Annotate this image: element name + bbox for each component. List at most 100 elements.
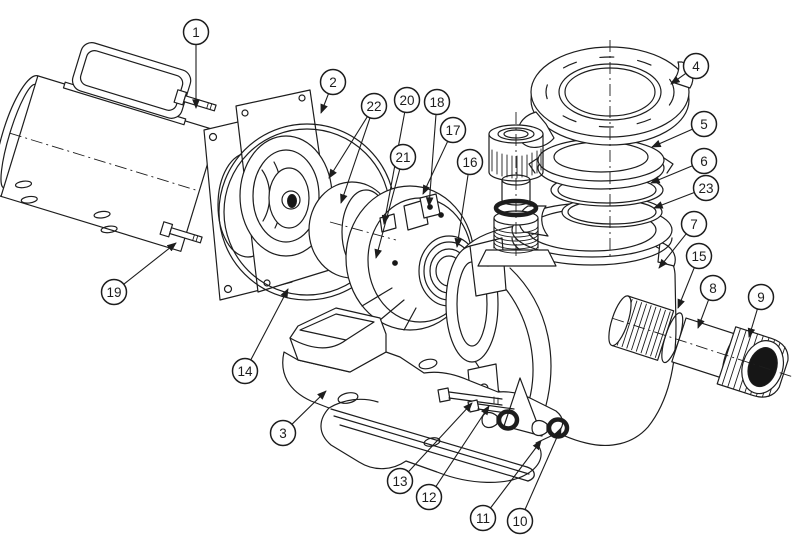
callout-3: 3 [269, 390, 327, 447]
callout-15: 15 [677, 242, 713, 309]
callout-1: 1 [182, 18, 210, 109]
leader-line-2 [320, 93, 330, 114]
callout-13: 13 [386, 402, 473, 495]
callout-circle-21 [389, 143, 417, 171]
callout-9: 9 [747, 283, 775, 338]
leader-line-21 [374, 168, 401, 259]
callout-label-20: 20 [399, 93, 414, 108]
callout-circle-7 [680, 210, 708, 238]
callout-label-3: 3 [279, 426, 287, 441]
callout-label-23: 23 [698, 181, 713, 196]
leader-line-22 [340, 117, 371, 204]
callout-circle-8 [699, 274, 727, 302]
callout-label-19: 19 [106, 285, 121, 300]
callout-5: 5 [651, 110, 718, 148]
callout-label-12: 12 [421, 490, 436, 505]
leader-line-5 [651, 128, 693, 148]
leader-line-22 [328, 116, 368, 179]
callout-18: 18 [423, 88, 451, 207]
leader-line-14 [250, 288, 289, 361]
callout-label-5: 5 [700, 117, 708, 132]
union-nut-knurl [491, 148, 542, 179]
callout-22: 22 [328, 92, 388, 204]
callout-circle-12 [415, 483, 443, 511]
motor-bolt-bottom [159, 221, 203, 244]
callout-label-18: 18 [429, 95, 444, 110]
callout-10: 10 [506, 427, 562, 535]
callout-17: 17 [422, 116, 467, 195]
callout-label-4: 4 [692, 59, 700, 74]
callout-19: 19 [100, 242, 177, 306]
leader-line-13 [408, 402, 473, 473]
leader-line-23 [653, 191, 695, 209]
leader-line-7 [658, 233, 687, 269]
callout-circle-20 [393, 86, 421, 114]
callout-circle-11 [469, 504, 497, 532]
base-bracket [282, 307, 564, 483]
callout-label-11: 11 [476, 511, 490, 526]
callout-circle-4 [682, 52, 710, 80]
callout-label-13: 13 [392, 474, 407, 489]
callout-label-14: 14 [237, 364, 253, 379]
callout-7: 7 [658, 210, 708, 269]
callout-4: 4 [670, 52, 710, 85]
callout-label-15: 15 [691, 249, 706, 264]
callout-11: 11 [469, 440, 542, 532]
callout-circle-22 [360, 92, 388, 120]
motor-body [0, 42, 219, 252]
callout-23: 23 [653, 174, 720, 209]
callout-6: 6 [650, 147, 718, 184]
discharge-union [608, 295, 792, 398]
callout-circle-3 [269, 419, 297, 447]
leader-line-3 [291, 390, 327, 425]
leader-line-17 [422, 141, 449, 195]
leader-line-9 [747, 308, 758, 338]
callout-label-10: 10 [512, 514, 527, 529]
callout-circle-2 [319, 68, 347, 96]
callout-circle-6 [690, 147, 718, 175]
drain-plug-left [481, 409, 520, 431]
callout-circle-17 [439, 116, 467, 144]
callout-label-7: 7 [690, 217, 698, 232]
callout-label-2: 2 [329, 75, 337, 90]
pump-housing [445, 220, 677, 446]
leader-line-18 [425, 114, 437, 207]
callout-label-1: 1 [192, 25, 200, 40]
callout-circle-16 [456, 148, 484, 176]
centerlines [329, 40, 611, 258]
callout-circle-19 [100, 278, 128, 306]
callout-8: 8 [697, 274, 727, 329]
callout-12: 12 [415, 405, 490, 511]
callout-circle-14 [231, 357, 259, 385]
housing-gusset [503, 377, 543, 437]
callout-label-6: 6 [700, 154, 708, 169]
leader-line-19 [123, 242, 177, 285]
callout-circle-5 [690, 110, 718, 138]
leader-line-4 [670, 72, 687, 85]
callout-14: 14 [231, 288, 289, 385]
callout-circle-1 [182, 18, 210, 46]
callout-21: 21 [374, 143, 417, 259]
callout-circle-15 [685, 242, 713, 270]
leader-line-16 [454, 174, 469, 248]
callout-label-22: 22 [366, 99, 381, 114]
callout-circle-18 [423, 88, 451, 116]
leader-line-20 [381, 112, 406, 225]
leader-line-8 [697, 299, 710, 329]
callout-label-8: 8 [709, 281, 717, 296]
callout-circle-9 [747, 283, 775, 311]
callout-label-16: 16 [462, 155, 477, 170]
callout-circle-23 [692, 174, 720, 202]
lock-ring [517, 46, 694, 148]
callout-circle-10 [506, 507, 534, 535]
leader-line-12 [435, 405, 490, 487]
strainer-lid [528, 138, 674, 190]
leader-line-10 [524, 427, 562, 510]
callout-16: 16 [454, 148, 484, 248]
leader-line-6 [650, 165, 693, 184]
callout-circle-13 [386, 467, 414, 495]
leader-line-15 [677, 267, 695, 309]
leader-line-11 [490, 440, 542, 509]
